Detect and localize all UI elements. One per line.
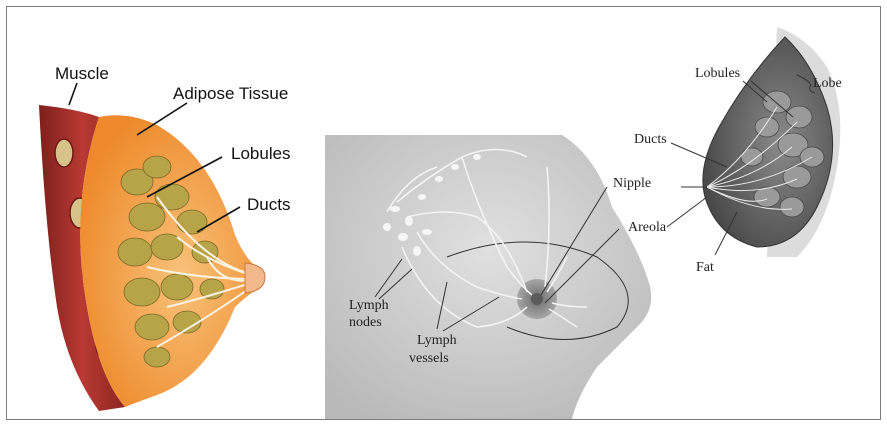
label-adipose-tissue: Adipose Tissue (173, 84, 288, 103)
label-lymph-nodes-1: Lymph (349, 298, 389, 313)
label-lobules-right: Lobules (695, 66, 740, 81)
nipple-shape (245, 263, 265, 293)
label-lymph-vessels-1: Lymph (417, 333, 457, 348)
label-lobules-left: Lobules (231, 144, 291, 163)
label-ducts-left: Ducts (247, 195, 290, 214)
anatomy-figure: Muscle Adipose Tissue Lobules Ducts (7, 7, 880, 419)
label-areola: Areola (628, 220, 667, 235)
label-lobe: Lobe (813, 76, 842, 91)
label-lymph-nodes-2: nodes (349, 315, 382, 330)
right-breast-anatomy (667, 27, 840, 257)
torso-silhouette (325, 135, 651, 419)
label-nipple: Nipple (613, 176, 651, 191)
left-cross-section (39, 83, 265, 411)
middle-lymph-view (325, 135, 651, 419)
label-fat: Fat (696, 260, 714, 275)
figure-frame: Muscle Adipose Tissue Lobules Ducts (6, 6, 881, 420)
label-ducts-right: Ducts (634, 132, 667, 147)
label-muscle: Muscle (55, 64, 109, 83)
label-lymph-vessels-2: vessels (409, 351, 449, 366)
